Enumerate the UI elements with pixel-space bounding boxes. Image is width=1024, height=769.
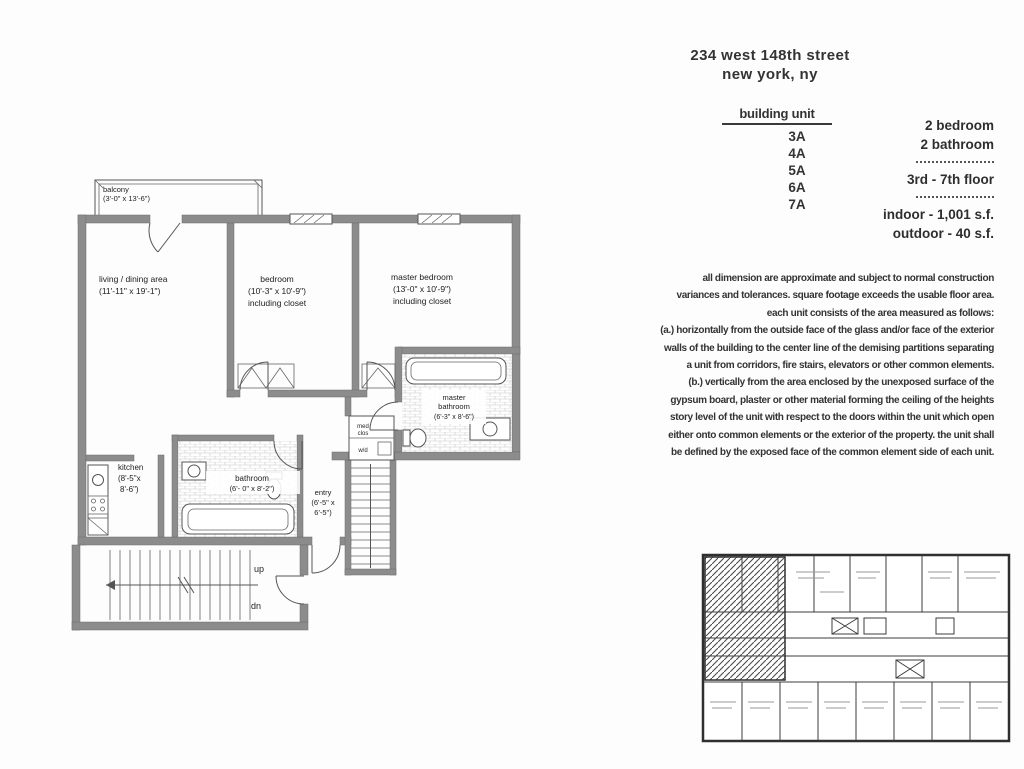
- closets: [237, 363, 396, 389]
- fire-stairs: [351, 464, 390, 568]
- unit-stats-block: 2 bedroom 2 bathroom 3rd - 7th floor ind…: [858, 116, 994, 243]
- bathroom-fixtures: [178, 441, 300, 537]
- laundry-closet: [348, 415, 395, 461]
- entry-label: entry: [315, 488, 332, 497]
- balcony-outline: [94, 179, 263, 215]
- building-unit-block: building unit 3A 4A 5A 6A 7A: [722, 106, 832, 213]
- bedroom-count: 2 bedroom: [924, 118, 994, 133]
- bathroom-dims: (6'- 0" x 8'-2"): [230, 484, 275, 493]
- outdoor-sf: outdoor - 40 s.f.: [892, 226, 994, 241]
- keyplan-unit-highlight: [704, 556, 786, 681]
- entry-dims2: 6'-5"): [314, 508, 332, 517]
- dotted-divider: [916, 161, 994, 163]
- keyplan-core: [831, 617, 955, 679]
- wd-closet-label1: med: [357, 424, 369, 430]
- keyplan-room-text-marks: [710, 571, 1002, 709]
- disclaimer-line: (b.) vertically from the area enclosed b…: [688, 377, 994, 389]
- disclaimer-line: either onto common elements or the exter…: [668, 429, 994, 441]
- disclaimer-line: gypsum board, plaster or other material …: [670, 394, 994, 406]
- bathroom-label: bathroom: [235, 474, 269, 483]
- address-line-2: new york, ny: [722, 66, 818, 83]
- kitchen-dims2: 8'-6"): [120, 485, 139, 494]
- unit-item: 4A: [788, 146, 806, 161]
- floorplan-drawing: balcony (3'-0" x 13'-6") living / dining…: [71, 179, 521, 631]
- unit-list: 3A 4A 5A 6A 7A: [774, 128, 820, 213]
- disclaimer-line: each unit consists of the area measured …: [766, 307, 995, 319]
- bedroom-label: bedroom: [260, 274, 294, 284]
- disclaimer-line: be defined by the exposed face of the co…: [671, 447, 994, 459]
- main-stairs: [106, 550, 258, 620]
- window-symbols: [289, 213, 461, 225]
- window-icon: [417, 213, 461, 225]
- kitchen-dims1: (8'-5"x: [118, 474, 141, 483]
- balcony-dims: (3'-0" x 13'-6"): [103, 194, 150, 203]
- indoor-sf: indoor - 1,001 s.f.: [882, 207, 994, 222]
- bedroom-note: including closet: [248, 298, 307, 308]
- kitchen-fixtures: [87, 464, 109, 536]
- disclaimer-line: variances and tolerances. square footage…: [676, 290, 994, 302]
- balcony-label: balcony: [103, 185, 129, 194]
- living-dims: (11'-11" x 19'-1"): [99, 286, 161, 296]
- unit-item: 5A: [788, 163, 806, 178]
- legal-disclaimer: all dimension are approximate and subjec…: [600, 270, 994, 461]
- window-icon: [289, 213, 333, 225]
- disclaimer-line: walls of the building to the center line…: [664, 342, 994, 354]
- entry-dims1: (6'-5" x: [311, 498, 335, 507]
- room-labels: balcony (3'-0" x 13'-6") living / dining…: [99, 185, 474, 611]
- master-bath-label2: bathroom: [438, 402, 470, 411]
- unit-item: 7A: [788, 197, 806, 212]
- keyplan-drawing: [701, 553, 1011, 743]
- master-bedroom-label: master bedroom: [391, 272, 453, 282]
- floor-range: 3rd - 7th floor: [907, 172, 994, 187]
- bedroom-dims: (10'-3" x 10'-9"): [248, 286, 306, 296]
- kitchen-label: kitchen: [118, 463, 143, 472]
- door-swings: [148, 222, 399, 605]
- unit-item: 3A: [788, 129, 806, 144]
- unit-item: 6A: [788, 180, 806, 195]
- stairs-dn-label: dn: [251, 601, 261, 611]
- address-line-1: 234 west 148th street: [690, 47, 850, 64]
- address-block: 234 west 148th street new york, ny: [640, 46, 900, 84]
- stairs-up-label: up: [254, 564, 264, 574]
- disclaimer-line: a unit from corridors, fire stairs, elev…: [686, 360, 995, 372]
- master-bedroom-dims: (13'-0" x 10'-9"): [393, 284, 451, 294]
- master-bath-label1: master: [443, 393, 466, 402]
- living-label: living / dining area: [99, 274, 168, 284]
- bathroom-count: 2 bathroom: [920, 137, 994, 152]
- wd-closet-label3: w/d: [357, 448, 367, 454]
- master-bath-dims: (6'-3" x 8'-6"): [434, 414, 474, 421]
- stairwell-walls: [71, 544, 309, 631]
- master-bedroom-note: including closet: [393, 296, 452, 306]
- disclaimer-line: story level of the unit with respect to …: [670, 412, 994, 424]
- wd-closet-label2: clos: [358, 431, 369, 437]
- disclaimer-line: (a.) horizontally from the outside face …: [660, 325, 994, 337]
- dotted-divider: [916, 196, 994, 198]
- building-unit-label: building unit: [722, 106, 832, 125]
- disclaimer-line: all dimension are approximate and subjec…: [702, 273, 994, 284]
- master-bath-fixtures: [402, 354, 512, 452]
